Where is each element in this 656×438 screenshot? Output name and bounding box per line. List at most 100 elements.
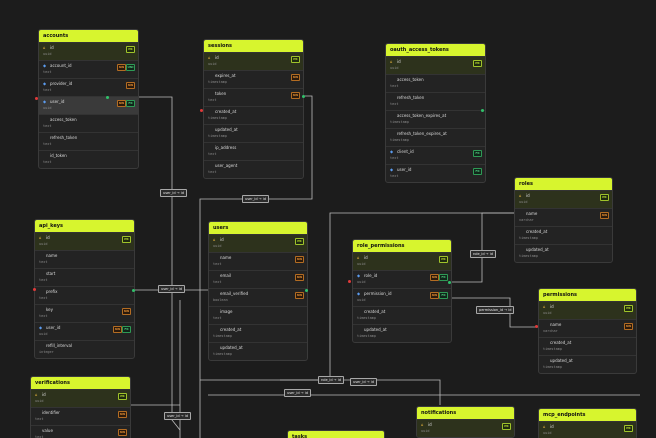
field-icon: ◆	[43, 63, 47, 68]
edge-label[interactable]: user_id → id	[284, 389, 311, 397]
edge-label[interactable]: role_id → id	[318, 376, 344, 384]
edge-label[interactable]: user_id → id	[350, 378, 377, 386]
foreign-key-icon: ◆	[357, 273, 361, 278]
field-type: text	[213, 280, 222, 284]
pk-connector-dot	[132, 289, 135, 292]
field-type: text	[390, 84, 399, 88]
edge-label[interactable]: permission_id → id	[476, 306, 515, 314]
badge-pk: PK	[126, 46, 135, 53]
edge-label[interactable]: role_id → id	[470, 250, 496, 258]
fk-connector-dot	[348, 280, 351, 283]
primary-key-icon: ⌂	[39, 235, 42, 240]
field-type: uuid	[35, 399, 44, 403]
field-name: updated_at	[526, 247, 549, 252]
field-name: image	[220, 309, 233, 314]
table-tasks[interactable]: tasks	[287, 430, 385, 438]
field-type: text	[43, 124, 52, 128]
edge-label[interactable]: user_id → id	[158, 285, 185, 293]
field-type: uuid	[43, 106, 52, 110]
field-type: timestamp	[213, 352, 232, 356]
field-name: access_token	[50, 117, 77, 122]
field-type: integer	[39, 350, 54, 354]
edge-label[interactable]: user_id → id	[164, 412, 191, 420]
badge-pk: PK	[473, 60, 482, 67]
pk-connector-dot	[106, 96, 109, 99]
edge-label[interactable]: user_id → id	[242, 195, 269, 203]
edge-label[interactable]: user_id → id	[160, 189, 187, 197]
field-name: id	[428, 422, 432, 427]
fk-connector-dot	[35, 97, 38, 100]
edge-users-lower	[200, 379, 441, 405]
field-name: id	[42, 392, 46, 397]
field-type: uuid	[543, 311, 552, 315]
primary-key-icon: ⌂	[543, 424, 546, 429]
field-type: timestamp	[357, 334, 376, 338]
